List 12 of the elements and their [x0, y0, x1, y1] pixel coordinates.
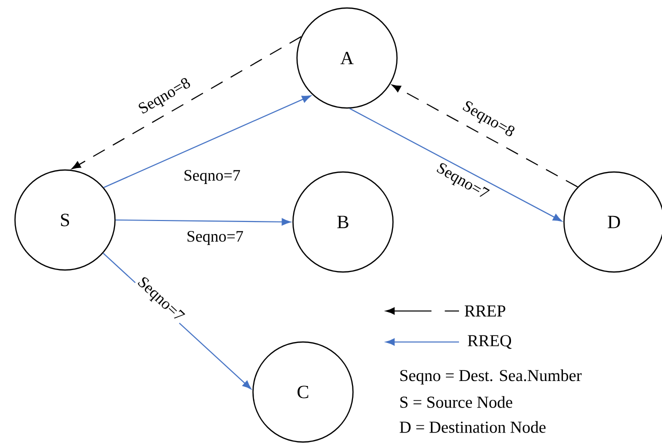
arrow	[72, 36, 302, 170]
edge-label: Seqno=7	[182, 168, 242, 186]
arrow	[104, 95, 312, 188]
note-text: S = Source Node	[400, 396, 512, 408]
legend-label: RREP	[464, 306, 506, 316]
arrow	[349, 108, 562, 222]
note-text: D = Destination Node	[400, 421, 546, 433]
note-text: Seqno = Dest. Sea.Number	[400, 369, 582, 385]
arrow	[116, 218, 291, 226]
arrow	[392, 84, 578, 188]
legend-label: RREQ	[468, 335, 512, 349]
edge-label: Seqno=7	[185, 230, 245, 246]
